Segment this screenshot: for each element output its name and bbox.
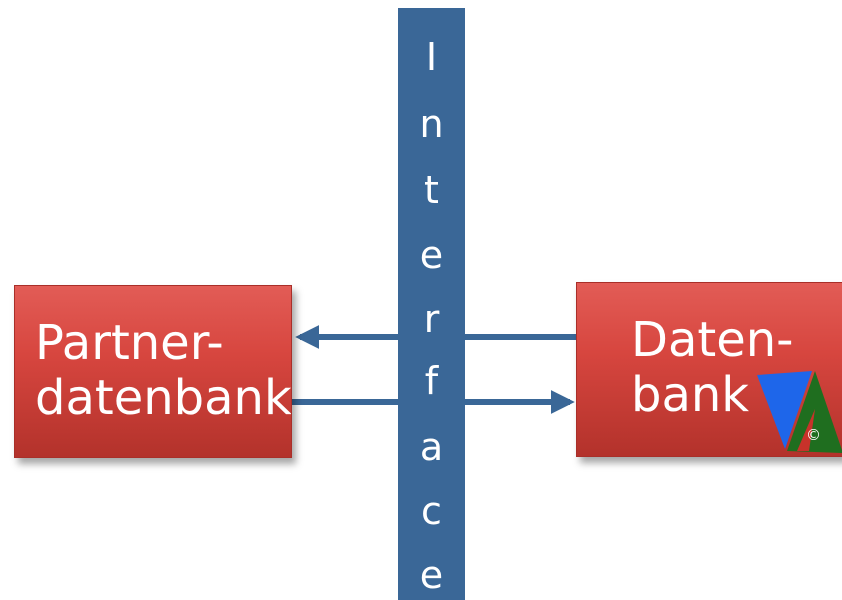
interface-letter: r (423, 297, 440, 341)
interface-letter: a (419, 425, 444, 469)
partner-database-label-line1: Partner- (35, 315, 224, 371)
database-label-line1: Daten- (631, 312, 794, 368)
triangle-logo-icon (757, 371, 842, 453)
interface-letter: c (421, 489, 442, 533)
partner-database-label-line2: datenbank (35, 370, 292, 426)
interface-letter: I (425, 35, 438, 79)
partner-database-box: Partner- datenbank (14, 285, 292, 458)
interface-letter: t (424, 168, 439, 212)
interface-letter: e (419, 553, 444, 597)
database-label-line2: bank (631, 367, 750, 423)
database-box: Daten- bank (576, 282, 842, 457)
interface-letter: e (419, 233, 444, 277)
interface-letter: n (419, 102, 444, 146)
interface-letter: f (424, 359, 439, 403)
interface-bar: I n t e r f a c e (398, 8, 465, 600)
copyright-symbol: © (806, 426, 821, 444)
